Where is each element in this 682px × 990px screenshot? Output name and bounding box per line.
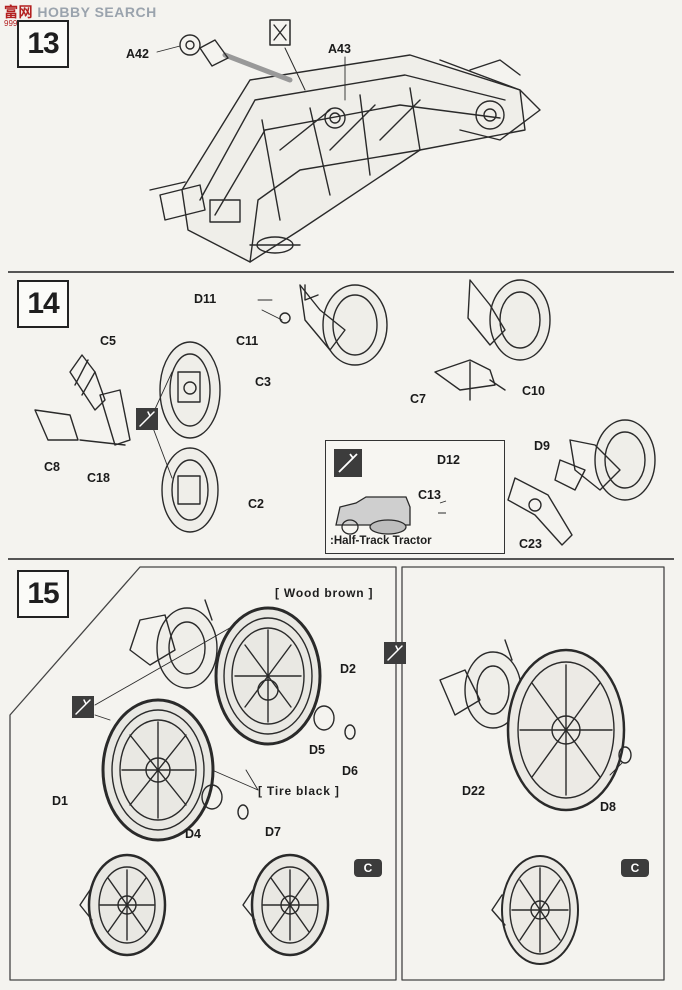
part-d11-label: D11 bbox=[194, 292, 217, 306]
part-c5-label: C5 bbox=[100, 334, 116, 348]
watermark-logo: 富网 HOBBY SEARCH bbox=[4, 4, 157, 20]
part-c13-label: C13 bbox=[418, 488, 441, 502]
part-d12-label: D12 bbox=[437, 453, 460, 467]
part-c23-label: C23 bbox=[519, 537, 542, 551]
road-wheels-drawing bbox=[9, 566, 665, 981]
part-c7-label: C7 bbox=[410, 392, 426, 406]
part-d9-label: D9 bbox=[534, 439, 550, 453]
part-sprue-c-badge-left: C bbox=[354, 859, 382, 877]
paint-callout-tire-black: [ Tire black ] bbox=[258, 784, 340, 798]
half-track-caption: :Half-Track Tractor bbox=[330, 535, 432, 547]
part-d8-label: D8 bbox=[600, 800, 616, 814]
part-d4-label: D4 bbox=[185, 827, 201, 841]
part-d6-label: D6 bbox=[342, 764, 358, 778]
part-c8-label: C8 bbox=[44, 460, 60, 474]
step-15-number: 15 bbox=[17, 570, 69, 618]
divider-step13-14 bbox=[8, 271, 674, 273]
part-c10-label: C10 bbox=[522, 384, 545, 398]
part-a43-label: A43 bbox=[328, 42, 351, 56]
part-a42-label: A42 bbox=[126, 47, 149, 61]
part-d7-label: D7 bbox=[265, 825, 281, 839]
part-c2-label: C2 bbox=[248, 497, 264, 511]
part-d1-label: D1 bbox=[52, 794, 68, 808]
part-d2-label: D2 bbox=[340, 662, 356, 676]
part-d22-label: D22 bbox=[462, 784, 485, 798]
half-track-vehicle-drawing bbox=[334, 449, 447, 535]
half-track-inset: D12 C13 :Half-Track Tractor bbox=[325, 440, 505, 554]
divider-step14-15 bbox=[8, 558, 674, 560]
chassis-frame-drawing bbox=[149, 19, 541, 263]
part-c3-label: C3 bbox=[255, 375, 271, 389]
part-c11-label: C11 bbox=[236, 334, 259, 348]
step-13-number: 13 bbox=[17, 20, 69, 68]
part-sprue-c-badge-right: C bbox=[621, 859, 649, 877]
step-14-number: 14 bbox=[17, 280, 69, 328]
part-c18-label: C18 bbox=[87, 471, 110, 485]
suspension-arms-drawing bbox=[34, 279, 656, 546]
part-d5-label: D5 bbox=[309, 743, 325, 757]
paint-callout-wood-brown: [ Wood brown ] bbox=[275, 586, 374, 600]
